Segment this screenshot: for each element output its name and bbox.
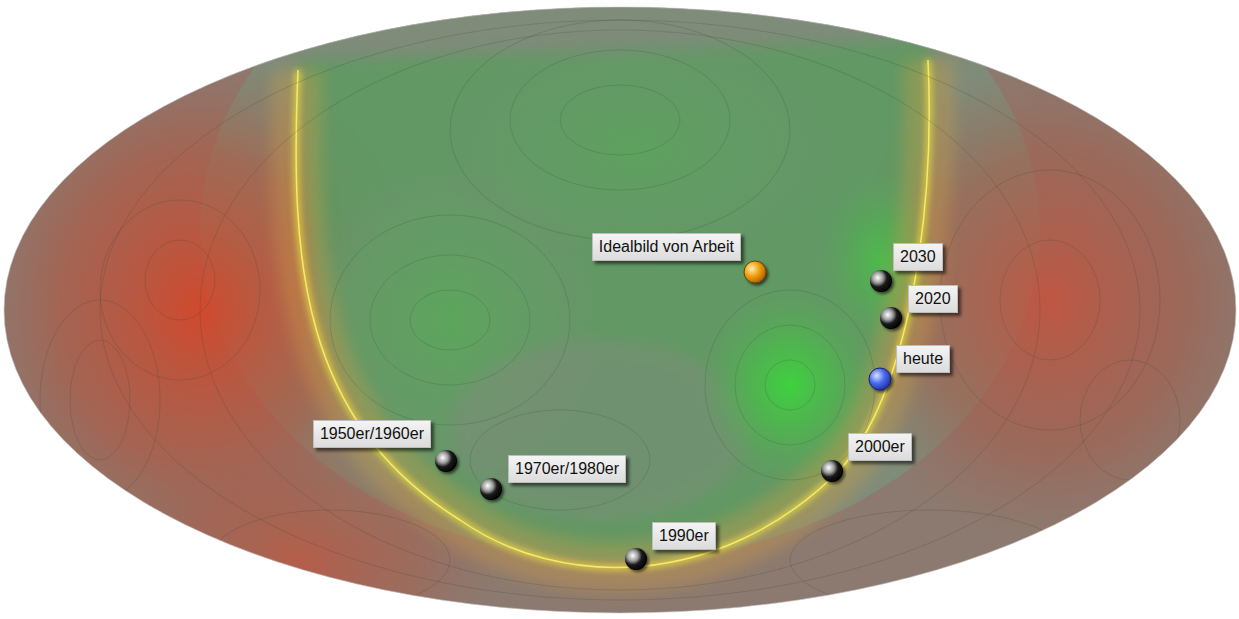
marker-label: 2000er xyxy=(855,438,905,455)
marker-label: 1970er/1980er xyxy=(515,460,619,477)
markers xyxy=(435,261,902,570)
label-box: 2000er xyxy=(848,433,912,461)
marker-label: 2030 xyxy=(900,248,936,265)
label-box: heute xyxy=(896,345,950,373)
marker-label: Idealbild von Arbeit xyxy=(599,238,734,255)
marker-label: 2020 xyxy=(915,290,951,307)
label-box: 1970er/1980er xyxy=(508,455,626,483)
label-box: 1990er xyxy=(652,522,716,550)
marker-label: 1990er xyxy=(659,527,709,544)
label-box: 1950er/1960er xyxy=(313,420,431,448)
marker-label: 1950er/1960er xyxy=(320,425,424,442)
marker-label: heute xyxy=(903,350,943,367)
label-box: 2020 xyxy=(908,285,958,313)
label-box: Idealbild von Arbeit xyxy=(592,233,741,261)
label-box: 2030 xyxy=(893,243,943,271)
